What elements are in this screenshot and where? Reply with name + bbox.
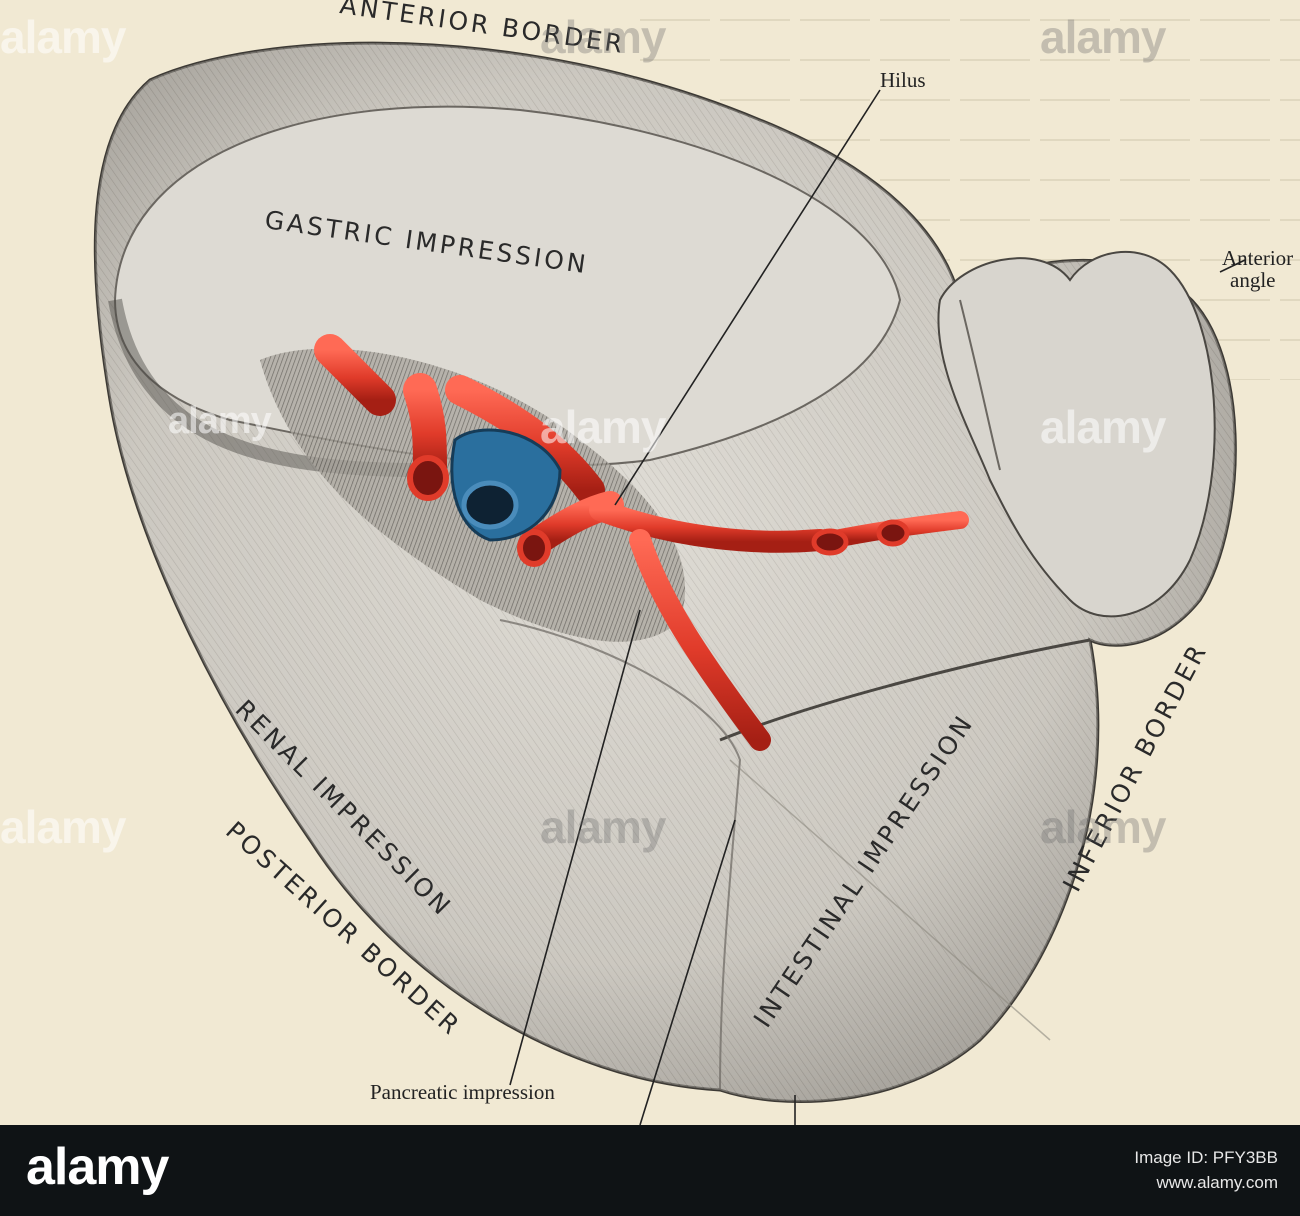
artery-section-4 [876,519,910,547]
watermark: alamy [1040,11,1166,63]
footer-info: Image ID: PFY3BB www.alamy.com [1134,1145,1278,1195]
image-id: Image ID: PFY3BB [1134,1148,1278,1167]
anterior-angle-lobe [937,250,1216,618]
watermark: alamy [0,801,126,853]
footer-bar: alamy Image ID: PFY3BB www.alamy.com [0,1125,1300,1216]
leader-lines [509,89,1246,1125]
artery-section-2 [517,529,551,567]
artery-section-3 [811,528,849,556]
watermark: alamy [540,401,666,453]
label-anterior-angle-line2: angle [1230,268,1276,292]
spleen-illustration [93,0,1300,1125]
label-hilus: Hilus [880,68,926,92]
watermark: alamy [540,801,666,853]
anatomical-plate: Hilus Anterior angle Pancreatic impressi… [0,0,1300,1125]
watermark: alamy [0,11,126,63]
label-pancreatic-impression: Pancreatic impression [370,1080,555,1104]
artery-section-1 [407,455,449,501]
watermark: alamy [168,400,272,442]
watermark: alamy [1040,801,1166,853]
alamy-logo[interactable]: alamy [26,1138,169,1196]
label-anterior-angle-line1: Anterior [1222,246,1294,270]
site-link[interactable]: www.alamy.com [1156,1173,1278,1192]
watermark: alamy [540,11,666,63]
watermark: alamy [1040,401,1166,453]
